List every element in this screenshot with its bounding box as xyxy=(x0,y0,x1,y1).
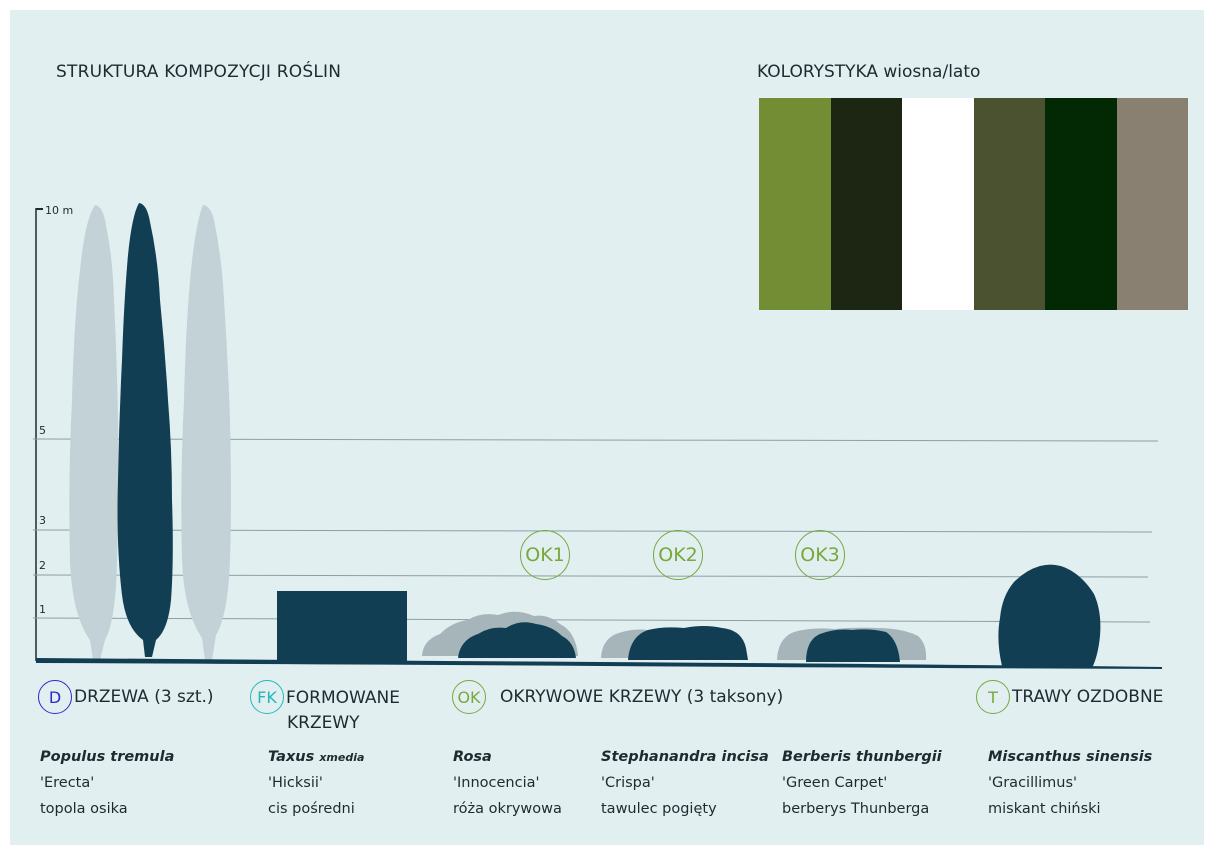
category-grasses: T TRAWY OZDOBNE xyxy=(976,680,1163,714)
category-label-formed-line2: KRZEWY xyxy=(287,713,360,733)
poplar-ghost-right xyxy=(181,205,231,660)
palette-swatch-6 xyxy=(1116,98,1188,310)
stephanandra-shrub xyxy=(628,626,748,660)
category-badge-d: D xyxy=(38,680,72,714)
category-label-formed-shrubs: FORMOWANE KRZEWY xyxy=(286,680,400,736)
plant-cultivar: 'Innocencia' xyxy=(453,775,540,791)
rosa-shrub xyxy=(458,622,576,658)
plant-cultivar: 'Green Carpet' xyxy=(782,775,888,791)
category-label-trees: DRZEWA (3 szt.) xyxy=(74,687,214,707)
scale-label-5: 5 xyxy=(39,424,46,437)
diagram-title: STRUKTURA KOMPOZYCJI ROŚLIN xyxy=(56,62,342,82)
ground-line xyxy=(36,658,1162,669)
category-badge-ok: OK xyxy=(452,680,486,714)
plant-latin-name: Rosa xyxy=(453,749,492,765)
plant-latin-name: Populus tremula xyxy=(40,749,175,765)
palette-swatch-1 xyxy=(759,98,831,310)
miscanthus-grass xyxy=(998,564,1101,668)
category-trees: D DRZEWA (3 szt.) xyxy=(38,680,214,714)
plant-latin-genus: Taxus xyxy=(268,749,315,765)
plant-populus: Populus tremula 'Erecta' topola osika xyxy=(40,746,174,822)
plant-common-name: topola osika xyxy=(40,801,128,817)
poplar-tree xyxy=(117,203,173,657)
plant-latin-name: Berberis thunbergii xyxy=(782,749,942,765)
plant-cultivar: 'Gracillimus' xyxy=(988,775,1078,791)
ok2-label: OK2 xyxy=(653,530,703,580)
plant-common-name: berberys Thunberga xyxy=(782,801,930,817)
plant-rosa: Rosa 'Innocencia' róża okrywowa xyxy=(453,746,562,822)
category-label-formed-line1: FORMOWANE xyxy=(286,688,400,708)
palette-swatch-4 xyxy=(973,98,1045,310)
scale-label-1: 1 xyxy=(39,603,46,616)
plant-common-name: miskant chiński xyxy=(988,801,1101,817)
plant-cultivar: 'Crispa' xyxy=(601,775,655,791)
scale-label-2: 2 xyxy=(39,559,46,572)
plant-miscanthus: Miscanthus sinensis 'Gracillimus' miskan… xyxy=(988,746,1152,822)
plant-latin-species: xmedia xyxy=(319,751,365,764)
plant-cultivar: 'Hicksii' xyxy=(268,775,323,791)
ok3-label: OK3 xyxy=(795,530,845,580)
poplar-ghost-left xyxy=(69,205,119,660)
category-label-groundcover: OKRYWOWE KRZEWY (3 taksony) xyxy=(500,687,784,707)
plant-cultivar: 'Erecta' xyxy=(40,775,95,791)
plant-latin-name: Miscanthus sinensis xyxy=(988,749,1153,765)
plant-common-name: róża okrywowa xyxy=(453,801,562,817)
plant-common-name: tawulec pogięty xyxy=(601,801,717,817)
palette-swatch-3 xyxy=(902,98,974,310)
plant-common-name: cis pośredni xyxy=(268,801,355,817)
scale-label-3: 3 xyxy=(39,514,46,527)
plant-stephanandra: Stephanandra incisa 'Crispa' tawulec pog… xyxy=(601,746,769,822)
berberis-shrub xyxy=(806,629,900,662)
color-palette xyxy=(759,98,1188,310)
plant-berberis: Berberis thunbergii 'Green Carpet' berbe… xyxy=(782,746,942,822)
palette-swatch-2 xyxy=(830,98,902,310)
category-groundcover-shrubs: OK OKRYWOWE KRZEWY (3 taksony) xyxy=(452,680,783,714)
ok1-label: OK1 xyxy=(520,530,570,580)
category-badge-fk: FK xyxy=(250,680,284,714)
plant-latin-name: Stephanandra incisa xyxy=(601,749,769,765)
palette-swatch-5 xyxy=(1045,98,1117,310)
color-palette-title: KOLORYSTYKA wiosna/lato xyxy=(757,62,981,82)
category-badge-t: T xyxy=(976,680,1010,714)
category-formed-shrubs: FK FORMOWANE KRZEWY xyxy=(250,680,400,736)
plant-taxus: Taxus xmedia 'Hicksii' cis pośredni xyxy=(268,746,364,822)
category-label-grasses: TRAWY OZDOBNE xyxy=(1012,687,1164,707)
plant-latin-name: Taxus xmedia xyxy=(268,746,364,770)
formed-yew-hedge xyxy=(277,591,407,661)
scale-label-10m: 10 m xyxy=(45,204,73,217)
